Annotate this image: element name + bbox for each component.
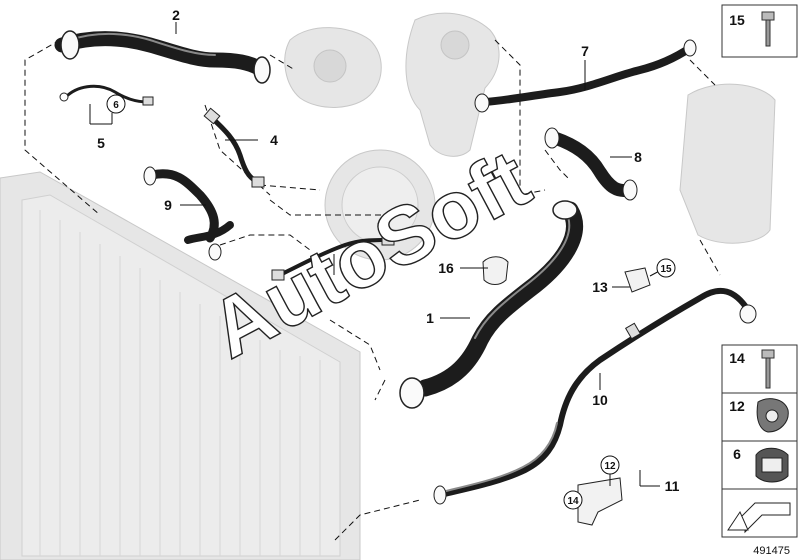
bolt-icon bbox=[761, 11, 775, 47]
legend-box-15[interactable]: 15 bbox=[721, 4, 798, 58]
callout-1: 1 bbox=[426, 310, 434, 326]
bracket-13[interactable] bbox=[624, 267, 651, 293]
callout-11: 11 bbox=[665, 478, 680, 494]
legend-label-6: 6 bbox=[733, 446, 741, 462]
callout-circled-12-text: 12 bbox=[604, 461, 616, 472]
hose-9[interactable] bbox=[143, 166, 234, 261]
callout-circled-6: 6 bbox=[106, 94, 126, 114]
hose-10[interactable] bbox=[433, 287, 757, 505]
hose-1[interactable] bbox=[399, 200, 583, 409]
callout-8: 8 bbox=[634, 149, 642, 165]
coolant-pump-housing bbox=[284, 27, 382, 108]
legend-label-15: 15 bbox=[729, 12, 745, 28]
fan-shroud bbox=[324, 149, 436, 261]
legend-label-12: 12 bbox=[729, 398, 745, 414]
callout-9: 9 bbox=[164, 197, 172, 213]
legend-box-14[interactable]: 14 bbox=[721, 344, 798, 394]
hose-5[interactable] bbox=[59, 84, 154, 106]
hose-4[interactable] bbox=[203, 107, 265, 188]
callout-7: 7 bbox=[581, 43, 589, 59]
callout-10: 10 bbox=[592, 392, 608, 408]
callout-circled-14-text: 14 bbox=[567, 496, 579, 507]
bolt-icon bbox=[761, 349, 775, 389]
hose-3[interactable] bbox=[271, 234, 395, 281]
callout-16: 16 bbox=[438, 260, 454, 276]
callout-circled-12: 12 bbox=[600, 455, 620, 475]
callout-5: 5 bbox=[97, 135, 105, 151]
bracket-11[interactable] bbox=[577, 477, 623, 526]
callout-3: 3 bbox=[324, 277, 332, 293]
hose-7[interactable] bbox=[474, 39, 697, 113]
callout-circled-14: 14 bbox=[563, 490, 583, 510]
legend-box-arrow[interactable] bbox=[721, 488, 798, 538]
callout-circled-15-text: 15 bbox=[660, 264, 672, 275]
hose-clamp-icon bbox=[755, 447, 789, 483]
arrow-icon bbox=[727, 502, 791, 534]
callout-circled-6-text: 6 bbox=[113, 100, 119, 111]
hose-8[interactable] bbox=[544, 127, 638, 201]
legend-box-12[interactable]: 12 bbox=[721, 392, 798, 442]
radiator bbox=[0, 171, 361, 560]
clamp-16[interactable] bbox=[482, 256, 509, 285]
legend-box-6[interactable]: 6 bbox=[721, 440, 798, 490]
expansion-tank bbox=[679, 83, 776, 244]
callout-2: 2 bbox=[172, 7, 180, 23]
callout-13: 13 bbox=[592, 279, 608, 295]
diagram-id: 491475 bbox=[753, 545, 790, 557]
clip-icon bbox=[756, 398, 789, 433]
callout-circled-15: 15 bbox=[656, 258, 676, 278]
legend-label-14: 14 bbox=[729, 350, 745, 366]
thermostat-housing bbox=[405, 12, 500, 157]
callout-4: 4 bbox=[270, 132, 278, 148]
hose-2[interactable] bbox=[54, 30, 271, 84]
